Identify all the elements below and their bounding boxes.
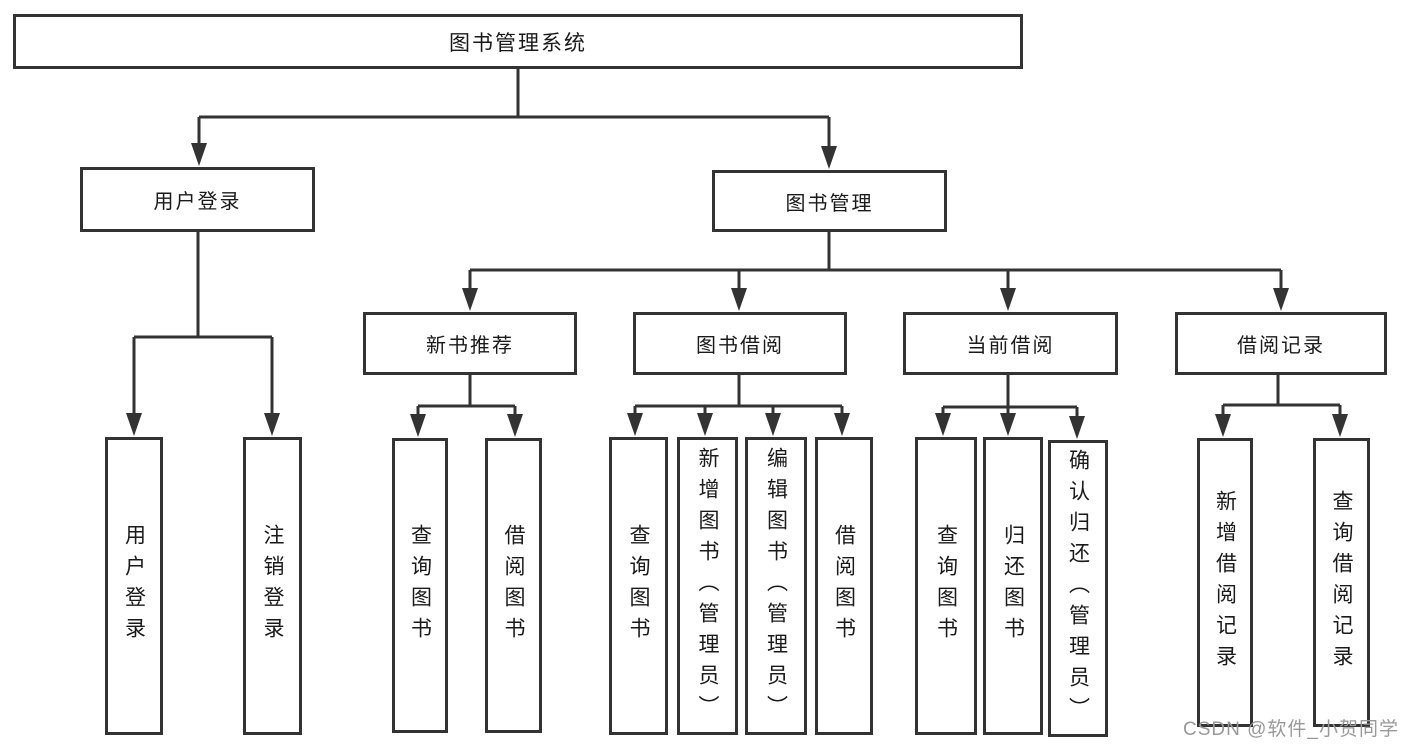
leaf-confirm-return-admin: 确认归还（管理员） [1048, 440, 1108, 737]
node-book-borrow: 图书借阅 [633, 312, 847, 375]
leaf-add-borrow-record: 新增借阅记录 [1197, 438, 1253, 727]
leaf-borrow-books-label: 借阅图书 [832, 524, 856, 648]
node-new-book-recommend-label: 新书推荐 [426, 335, 514, 357]
leaf-borrow-books-recommend-label: 借阅图书 [502, 523, 525, 648]
leaf-add-borrow-record-label: 新增借阅记录 [1213, 489, 1237, 676]
leaf-user-login: 用户登录 [105, 437, 163, 735]
node-root: 图书管理系统 [13, 14, 1023, 69]
leaf-logout-label: 注销登录 [261, 524, 284, 648]
node-book-management-label: 图书管理 [785, 192, 874, 215]
leaf-add-books-admin: 新增图书（管理员） [677, 437, 738, 735]
leaf-query-books-recommend-label: 查询图书 [408, 523, 432, 648]
leaf-query-books-current-label: 查询图书 [934, 524, 958, 648]
node-borrow-records: 借阅记录 [1175, 312, 1387, 375]
node-book-borrow-label: 图书借阅 [696, 335, 784, 357]
node-user-login-label: 用户登录 [153, 191, 242, 213]
leaf-borrow-books-recommend: 借阅图书 [485, 438, 542, 733]
leaf-logout: 注销登录 [243, 437, 302, 735]
node-new-book-recommend: 新书推荐 [363, 312, 577, 375]
leaf-edit-books-admin: 编辑图书（管理员） [745, 437, 807, 735]
leaf-borrow-books: 借阅图书 [815, 437, 873, 735]
node-root-label: 图书管理系统 [449, 31, 587, 55]
leaf-user-login-label: 用户登录 [122, 524, 146, 648]
node-borrow-records-label: 借阅记录 [1237, 335, 1325, 357]
node-user-login: 用户登录 [80, 167, 315, 232]
node-book-management: 图书管理 [712, 170, 947, 232]
node-current-borrow: 当前借阅 [903, 312, 1118, 375]
leaf-return-books: 归还图书 [983, 437, 1043, 735]
leaf-edit-books-admin-label: 编辑图书（管理员） [764, 446, 788, 726]
leaf-confirm-return-admin-label: 确认归还（管理员） [1066, 449, 1090, 728]
leaf-query-books-borrow: 查询图书 [609, 437, 668, 735]
csdn-watermark: CSDN @软件_小贺同学 [1183, 719, 1399, 740]
leaf-return-books-label: 归还图书 [1001, 524, 1025, 648]
leaf-query-books-recommend: 查询图书 [392, 438, 448, 733]
node-current-borrow-label: 当前借阅 [966, 335, 1055, 357]
leaf-query-books-borrow-label: 查询图书 [627, 524, 650, 648]
leaf-query-borrow-record: 查询借阅记录 [1313, 438, 1370, 727]
leaf-query-borrow-record-label: 查询借阅记录 [1330, 489, 1353, 676]
leaf-add-books-admin-label: 新增图书（管理员） [696, 446, 719, 726]
leaf-query-books-current: 查询图书 [915, 437, 977, 735]
